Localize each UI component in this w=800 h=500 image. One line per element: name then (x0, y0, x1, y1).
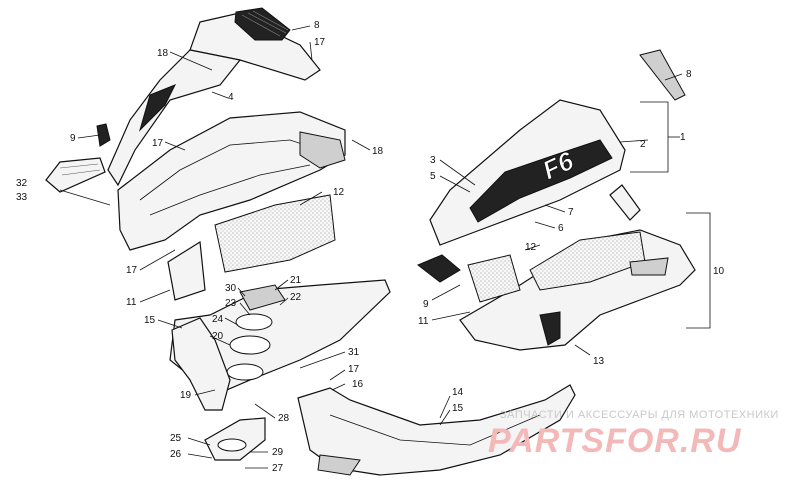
callout-32: 32 (16, 178, 28, 189)
callout-5: 5 (430, 171, 436, 182)
leader-lines (59, 25, 711, 469)
callout-18: 18 (372, 146, 384, 157)
vent-grille-upper (234, 7, 291, 41)
side-panel-upper-right: F6 (429, 99, 626, 246)
callout-21: 21 (290, 275, 302, 286)
nose-pan-lower (297, 384, 576, 476)
callout-20: 20 (212, 331, 224, 342)
side-insulation-12-right (467, 254, 521, 303)
callout-6: 6 (558, 223, 564, 234)
side-rail-10 (609, 184, 641, 221)
watermark-tagline: ЗАПЧАСТИ И АКСЕССУАРЫ ДЛЯ МОТОТЕХНИКИ (500, 409, 779, 421)
vent-grille-8-right (639, 49, 686, 101)
callout-11: 11 (418, 316, 429, 327)
callout-12: 12 (333, 187, 345, 198)
callout-24: 24 (212, 314, 224, 325)
watermark: ЗАПЧАСТИ И АКСЕССУАРЫ ДЛЯ МОТОТЕХНИКИ PA… (488, 409, 779, 460)
callout-labels: 8 17 18 4 9 17 18 32 33 12 17 11 30 21 2… (16, 20, 725, 474)
callout-13: 13 (593, 356, 605, 367)
callout-33: 33 (16, 192, 28, 203)
callout-3: 3 (430, 155, 436, 166)
callout-1: 1 (680, 132, 686, 143)
lower-console-frame (117, 111, 346, 251)
callout-26: 26 (170, 449, 182, 460)
hood-side-pod-left (45, 157, 106, 193)
callout-23: 23 (225, 298, 237, 309)
callout-7: 7 (568, 207, 574, 218)
callout-15: 15 (452, 403, 464, 414)
callout-28: 28 (278, 413, 290, 424)
callout-17: 17 (126, 265, 138, 276)
callout-17: 17 (348, 364, 360, 375)
callout-17: 17 (152, 138, 164, 149)
callout-14: 14 (452, 387, 464, 398)
footwell-25 (204, 417, 266, 461)
callout-2: 2 (640, 139, 646, 150)
callout-8: 8 (686, 69, 692, 80)
knob-9-right (417, 254, 461, 283)
callout-18: 18 (157, 48, 169, 59)
callout-22: 22 (290, 292, 302, 303)
watermark-brand: PARTSFOR.RU (488, 422, 742, 460)
callout-17: 17 (314, 37, 326, 48)
callout-11: 11 (126, 297, 137, 308)
knob-9-left (96, 123, 111, 147)
callout-10: 10 (713, 266, 725, 277)
bracket-11-left (167, 240, 206, 301)
callout-4: 4 (228, 92, 234, 103)
callout-25: 25 (170, 433, 182, 444)
callout-12: 12 (525, 242, 537, 253)
callout-30: 30 (225, 283, 237, 294)
side-panel-lower-right (459, 229, 696, 351)
insulation-pad-12-left (214, 194, 336, 273)
bezel-30 (239, 284, 286, 311)
callout-15: 15 (144, 315, 156, 326)
callout-29: 29 (272, 447, 284, 458)
callout-9: 9 (70, 133, 76, 144)
callout-8: 8 (314, 20, 320, 31)
callout-9: 9 (423, 299, 429, 310)
callout-31: 31 (348, 347, 360, 358)
callout-16: 16 (352, 379, 364, 390)
air-scoop-19 (171, 317, 231, 411)
callout-27: 27 (272, 463, 284, 474)
callout-19: 19 (180, 390, 192, 401)
